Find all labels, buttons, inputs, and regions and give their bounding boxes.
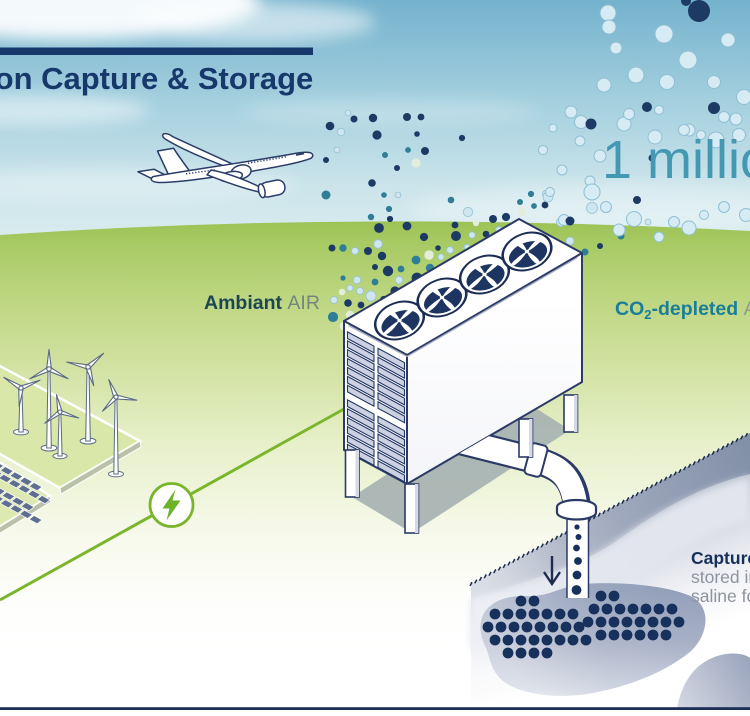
svg-text:Carbon Capture & Storage: Carbon Capture & Storage [0, 61, 313, 96]
svg-text:CO2-depleted AIR: CO2-depleted AIR [615, 298, 750, 322]
svg-text:stored in dee: stored in dee [691, 567, 750, 587]
svg-text:1 million t: 1 million t [602, 130, 750, 190]
svg-text:Captured CO: Captured CO [691, 548, 750, 568]
svg-text:Ambiant AIR: Ambiant AIR [204, 292, 320, 314]
svg-text:saline forma: saline forma [691, 586, 750, 606]
